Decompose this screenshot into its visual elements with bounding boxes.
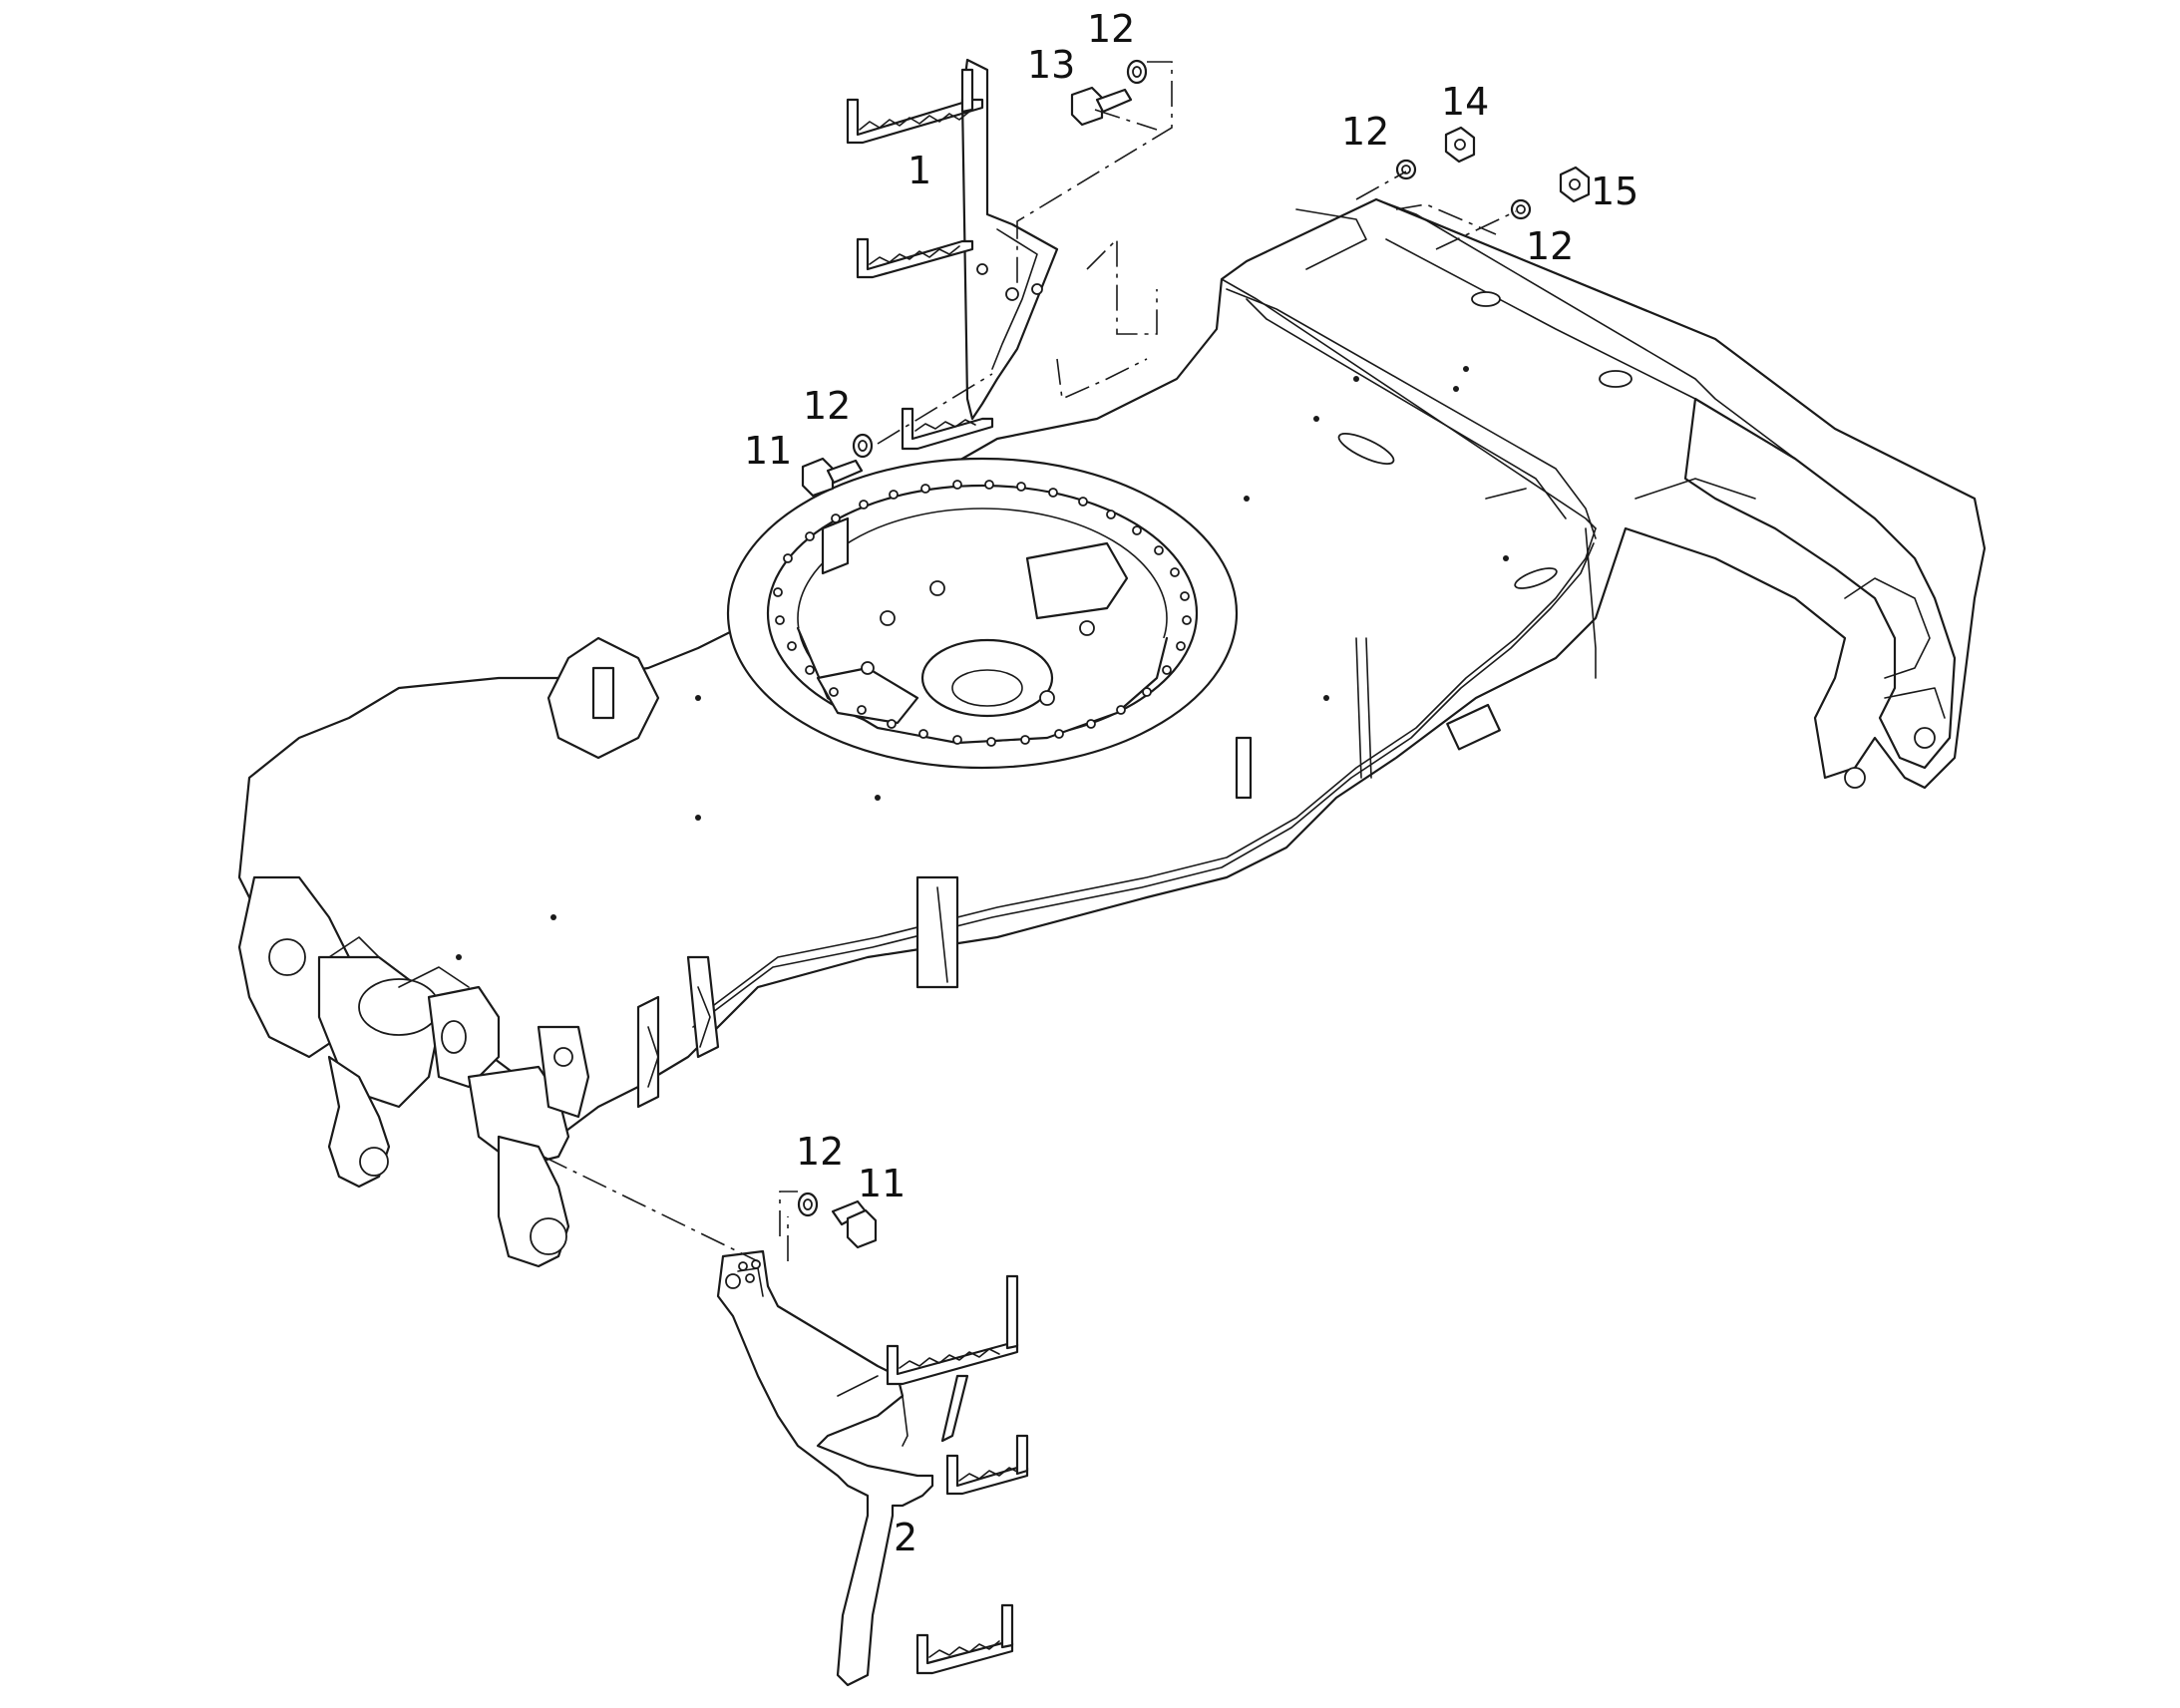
- bolt-lower: [831, 1199, 878, 1249]
- ladder-upper: [846, 58, 1059, 451]
- slewing-ring: [726, 457, 1239, 770]
- callout-washer-upper-left: 12: [803, 384, 851, 428]
- nut-right-b: [1559, 166, 1591, 203]
- callout-washer-right-b: 12: [1526, 224, 1574, 268]
- callout-bolt-top: 13: [1027, 43, 1075, 87]
- callout-ladder-upper: 1: [908, 149, 931, 192]
- washer-lower: [797, 1192, 819, 1217]
- callout-bolt-lower: 11: [858, 1162, 906, 1205]
- callout-ladder-lower: 2: [894, 1516, 917, 1559]
- bolt-top: [1070, 86, 1133, 127]
- ring-bolt-holes: [773, 480, 1192, 747]
- washer-top: [1126, 59, 1148, 85]
- callout-washer-right-a: 12: [1341, 110, 1389, 154]
- callout-nut-right-a: 14: [1441, 80, 1489, 124]
- ladder-lower: [716, 1249, 1029, 1687]
- callout-washer-top: 12: [1087, 7, 1135, 51]
- callout-labels: 1 2 11 11 12 12 12 12 12 13 14 15: [744, 7, 1638, 1559]
- callout-bolt-upper-left: 11: [744, 429, 792, 473]
- callout-washer-lower: 12: [796, 1130, 844, 1174]
- nut-right-a: [1444, 126, 1476, 164]
- bolt-upper-left: [801, 457, 864, 498]
- callout-nut-right-b: 15: [1591, 170, 1638, 213]
- leader-lines: [543, 61, 1517, 1262]
- washer-upper-left: [852, 433, 874, 459]
- washer-right-b: [1510, 198, 1532, 220]
